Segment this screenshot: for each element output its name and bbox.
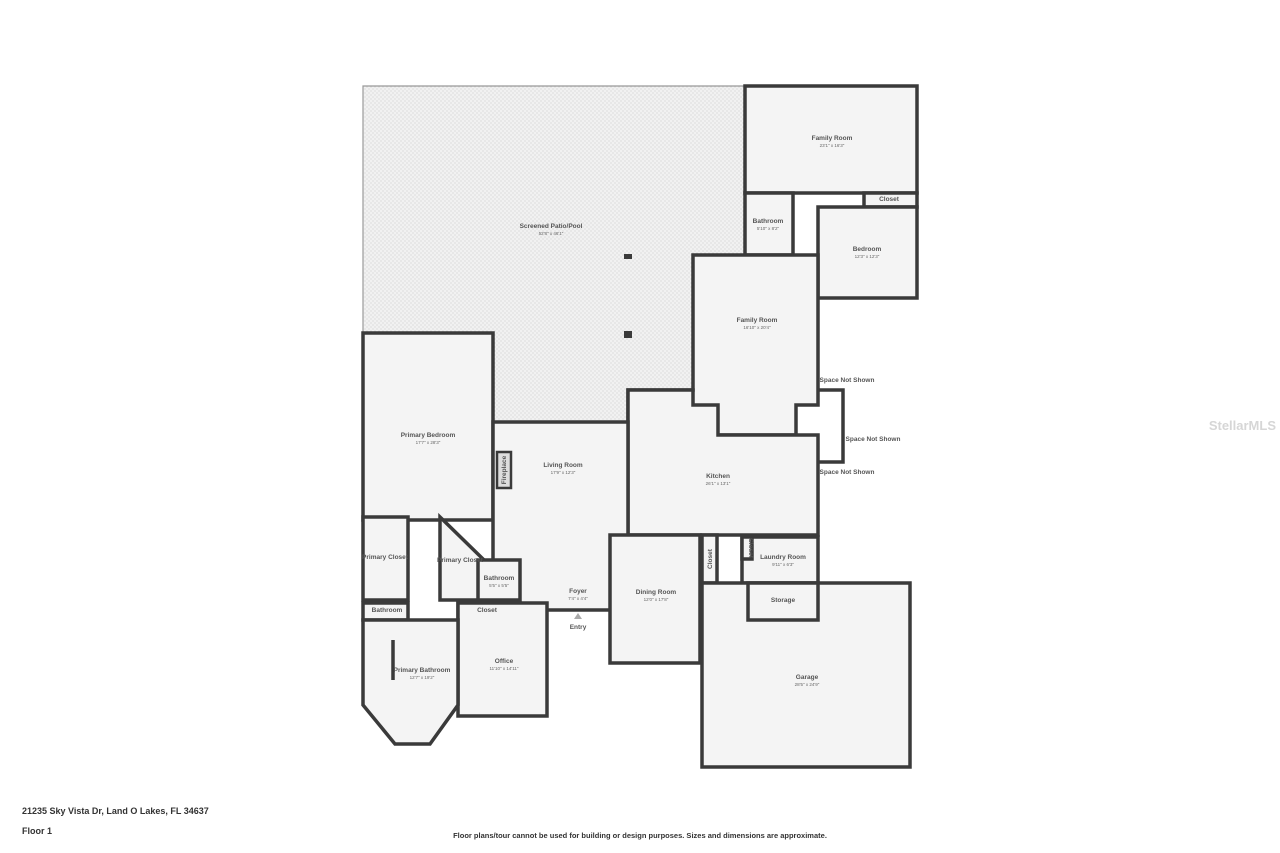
room-name: Foyer [569, 588, 587, 595]
room-dims: 28'5" x 24'9" [795, 682, 820, 687]
room-dims: 12'3" x 12'3" [855, 254, 880, 259]
room-bathroom-upper [743, 191, 795, 257]
room-name: Family Room [812, 135, 853, 142]
room-dims: 5'5" x 5'5" [489, 583, 509, 588]
room-dining-room [608, 533, 702, 665]
room-name: Closet [477, 607, 498, 614]
room-name: Storage [771, 597, 796, 604]
room-name: Primary Closet [362, 554, 409, 561]
room-name: Space Not Shown [846, 436, 901, 443]
room-name: Kitchen [706, 473, 730, 480]
room-dims: 17'9" x 12'3" [551, 470, 576, 475]
room-name: Living Room [543, 462, 583, 469]
room-name: Bathroom [753, 218, 784, 225]
room-primary-bathroom [361, 618, 460, 746]
floor-label: Floor 1 [22, 826, 53, 836]
address: 21235 Sky Vista Dr, Land O Lakes, FL 346… [22, 806, 209, 816]
room-dims: 52'8" x 46'1" [539, 231, 564, 236]
room-labels: Screened Patio/Pool 52'8" x 46'1" Family… [362, 135, 900, 687]
fireplace [495, 450, 513, 490]
room-name: Primary Bathroom [394, 667, 451, 674]
room-name: Laundry Room [760, 554, 806, 561]
disclaimer: Floor plans/tour cannot be used for buil… [453, 831, 827, 840]
room-name: Screened Patio/Pool [520, 223, 583, 230]
room-bedroom [816, 205, 919, 300]
room-bathroom-small [476, 558, 522, 602]
room-name: Bathroom [372, 607, 403, 614]
room-name: Primary Closet [437, 557, 484, 564]
room-name: Garage [796, 674, 819, 681]
patio-column [624, 331, 632, 338]
room-primary-bedroom [361, 331, 495, 522]
room-dims: 23'1" x 16'3" [820, 143, 845, 148]
room-dims: 9'11" x 6'3" [772, 562, 794, 567]
room-name: Space Not Shown [820, 377, 875, 384]
room-dims: 17'7" x 28'3" [416, 440, 441, 445]
room-name: Closet [707, 548, 714, 569]
room-family-room-upper [743, 84, 919, 195]
room-dims: 12'7" x 19'2" [410, 675, 435, 680]
entry-arrow-icon [574, 613, 582, 619]
entry-label: Entry [570, 624, 587, 631]
room-storage [746, 581, 820, 622]
room-name: Bedroom [853, 246, 882, 253]
room-name: Bathroom [484, 575, 515, 582]
room-dims: 7'4" x 4'4" [568, 596, 588, 601]
room-name: Family Room [737, 317, 778, 324]
room-closet-laundry [740, 535, 754, 561]
room-dims: 12'0" x 17'8" [644, 597, 669, 602]
space-not-shown-wall [818, 388, 845, 464]
room-name: Closet [747, 538, 754, 559]
watermark-logo: StellarMLS [1208, 418, 1276, 433]
room-dims: 11'10" x 14'11" [489, 666, 518, 671]
room-primary-closet-1 [361, 515, 410, 602]
room-name: Office [495, 658, 514, 665]
room-dims: 5'10" x 8'2" [757, 226, 780, 231]
room-name: Space Not Shown [820, 469, 875, 476]
room-dims: 26'1" x 13'1" [706, 481, 731, 486]
room-name: Primary Bedroom [401, 432, 456, 439]
room-name: Dining Room [636, 589, 677, 596]
patio-column [624, 254, 632, 259]
room-name: Closet [879, 196, 900, 203]
room-dims: 16'10" x 20'4" [743, 325, 771, 330]
fireplace-label: Fireplace [501, 455, 508, 484]
